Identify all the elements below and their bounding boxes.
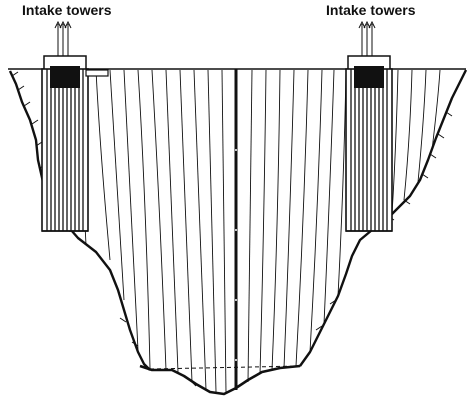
intake-tower-right: [345, 20, 393, 232]
foundation-dashed-line: [149, 365, 303, 370]
intake-towers-label-right: Intake towers: [326, 2, 416, 18]
intake-tower-left: [41, 20, 109, 232]
dam-contraction-joints: [61, 69, 441, 394]
intake-towers-label-left: Intake towers: [22, 2, 112, 18]
central-joint-dots: [235, 149, 237, 361]
canyon-floor: [139, 364, 301, 396]
